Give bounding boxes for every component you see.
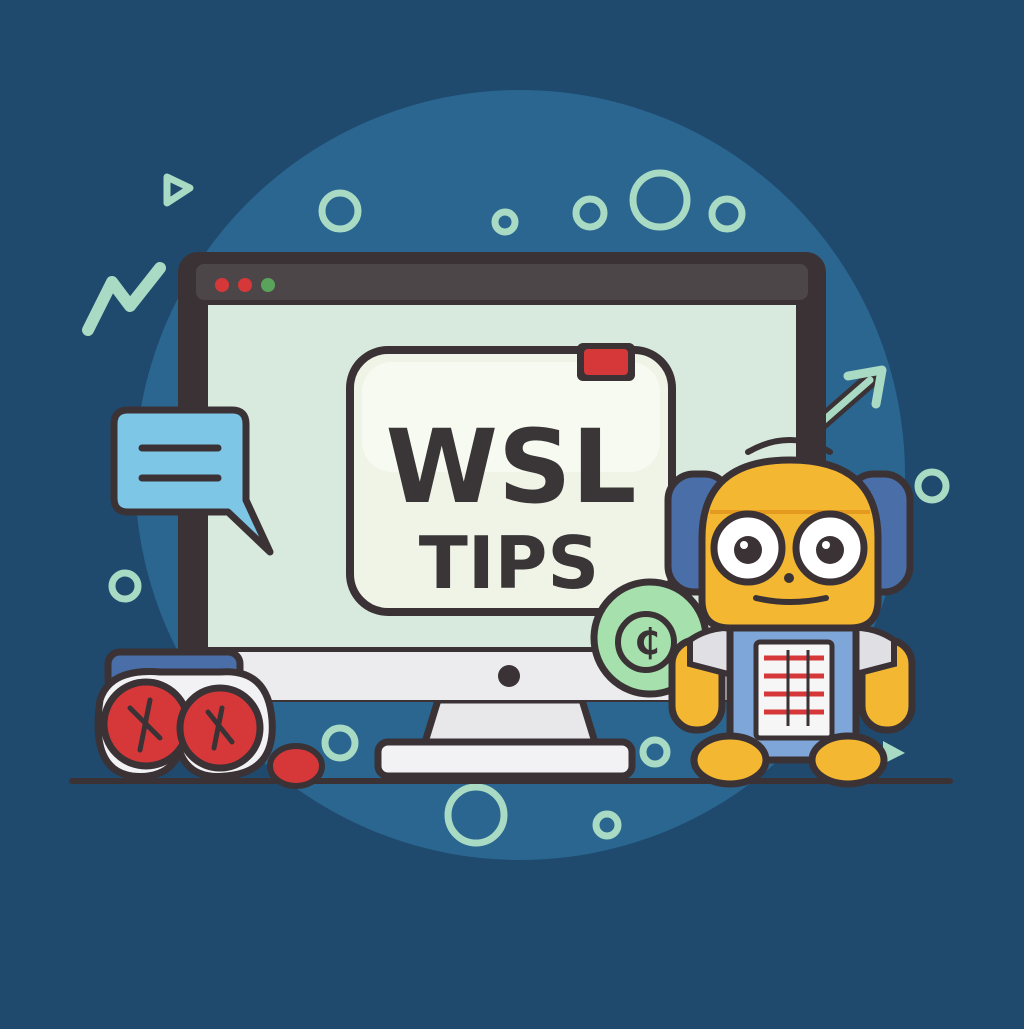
bubble <box>321 724 359 762</box>
bubble <box>708 195 746 233</box>
robot-right-foot <box>808 732 888 788</box>
monitor-power-button <box>498 665 520 687</box>
lightning-icon <box>82 262 166 336</box>
gamepad-icon <box>94 648 325 789</box>
robot-mouth <box>753 595 829 605</box>
bubble <box>444 783 508 847</box>
chat-bubble-icon <box>110 406 274 556</box>
window-close-dot <box>215 278 229 292</box>
title-line2: TIPS <box>419 521 600 605</box>
window-titlebar <box>196 264 808 300</box>
play-triangle-icon <box>883 741 905 764</box>
monitor-base <box>374 738 636 780</box>
robot-antenna <box>745 437 833 455</box>
bubble <box>629 169 691 231</box>
title-card-highlight <box>362 362 660 472</box>
coin-symbol: ₵ <box>634 622 659 663</box>
bubble <box>914 468 950 504</box>
robot-head <box>698 456 882 632</box>
bubble <box>572 195 608 231</box>
bubble <box>108 569 142 603</box>
bubble <box>318 189 362 233</box>
bubble <box>639 736 671 768</box>
bubble <box>592 810 622 840</box>
play-triangle-icon <box>163 173 194 207</box>
window-maximize-dot <box>261 278 275 292</box>
title-line1: WSL <box>386 408 637 527</box>
robot-mascot-icon <box>664 437 916 788</box>
bubble <box>491 208 519 236</box>
robot-nose <box>784 573 794 583</box>
robot-left-foot <box>690 732 770 788</box>
title-card: WSL TIPS <box>346 343 676 616</box>
window-minimize-dot <box>238 278 252 292</box>
red-ball <box>267 743 325 789</box>
card-tab <box>584 349 628 375</box>
bubble-decorations <box>108 169 950 847</box>
